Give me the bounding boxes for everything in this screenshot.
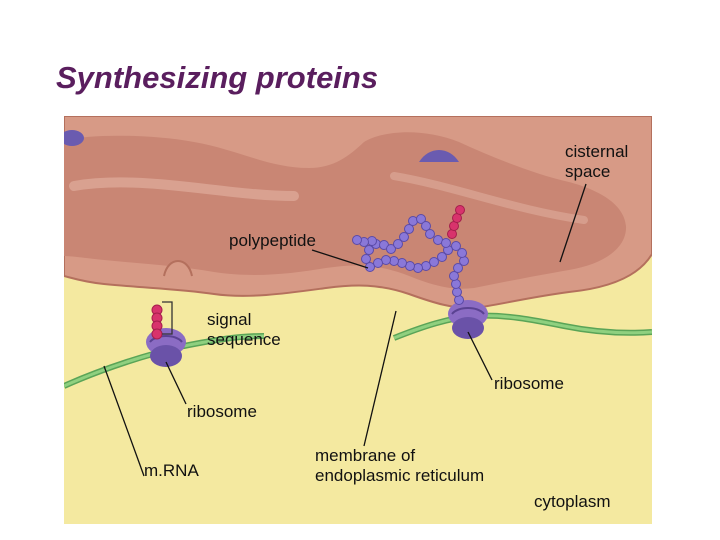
- cleaved-signal-beads: [447, 205, 465, 239]
- er-lumen: [64, 132, 627, 289]
- membrane-protein: [419, 150, 459, 162]
- er-highlight: [69, 177, 299, 201]
- label-polypeptide: polypeptide: [229, 231, 316, 250]
- leader-ribosome-left: [165, 361, 187, 405]
- leader-mrna: [103, 365, 145, 477]
- protein-synthesis-diagram: cisternal space polypeptide signal seque…: [64, 116, 652, 524]
- diagram-illustration: [64, 116, 652, 524]
- leader-polypeptide: [311, 249, 369, 269]
- label-signal-sequence: signal sequence: [207, 310, 281, 349]
- leader-cisternal: [559, 183, 587, 263]
- label-ribosome-right: ribosome: [494, 374, 564, 393]
- leader-lines: [103, 183, 587, 477]
- membrane-bud: [163, 260, 193, 277]
- ribosome-left: [146, 328, 186, 367]
- label-er-membrane: membrane of endoplasmic reticulum: [315, 446, 485, 485]
- signal-bracket: [162, 301, 173, 335]
- label-cisternal-space: cisternal space: [565, 142, 629, 181]
- leader-ribosome-right: [467, 331, 493, 381]
- signal-sequence-beads: [151, 304, 163, 340]
- membrane-protein: [64, 130, 84, 146]
- leader-membrane: [363, 310, 397, 447]
- slide-title: Synthesizing proteins: [56, 60, 379, 95]
- er-highlight: [390, 172, 588, 224]
- ribosome-right: [448, 300, 488, 339]
- label-cytoplasm: cytoplasm: [534, 492, 611, 511]
- polypeptide-beads: [352, 214, 469, 305]
- label-ribosome-left: ribosome: [187, 402, 257, 421]
- label-mrna: m.RNA: [144, 461, 199, 480]
